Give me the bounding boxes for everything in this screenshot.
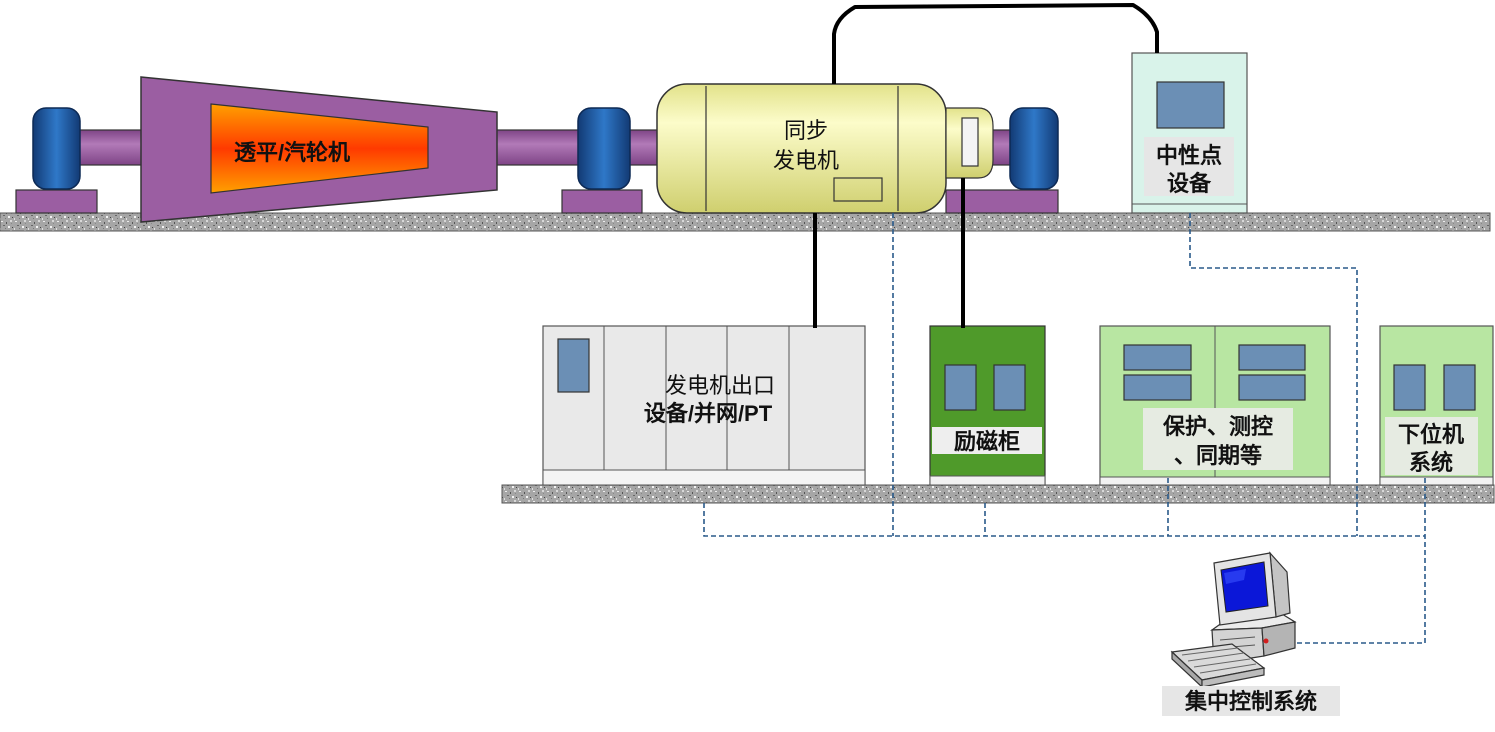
turbine: 透平/汽轮机 bbox=[140, 76, 498, 223]
lower-floor-slab bbox=[501, 484, 1495, 504]
excitation-label-box bbox=[932, 427, 1042, 454]
plc-screen-right bbox=[1443, 364, 1476, 411]
cable-generator-to-neutral bbox=[832, 3, 1159, 84]
turbine-label: 透平/汽轮机 bbox=[234, 140, 350, 165]
synchronous-generator: 同步 发电机 bbox=[656, 83, 947, 214]
generator-label-line2: 发电机 bbox=[773, 148, 839, 173]
coupling-right bbox=[1009, 107, 1059, 190]
protection-cabinet: 保护、测控 、同期等 bbox=[1099, 325, 1331, 486]
plc-label-line1: 下位机 bbox=[1398, 422, 1464, 447]
computer-icon bbox=[1170, 551, 1297, 689]
neutral-label-box bbox=[1144, 137, 1234, 196]
protection-screen-4 bbox=[1238, 374, 1306, 401]
protection-screen-3 bbox=[1238, 344, 1306, 371]
excitation-screen-left bbox=[944, 364, 977, 411]
signal-line-neutral bbox=[1189, 213, 1358, 536]
plc-label-box bbox=[1385, 417, 1478, 475]
coupling-left bbox=[32, 107, 81, 190]
plc-label-line2: 系统 bbox=[1409, 450, 1453, 475]
generator-terminal-box bbox=[833, 177, 883, 202]
neutral-label-line2: 设备 bbox=[1167, 171, 1212, 196]
turbine-combustion-zone bbox=[210, 103, 429, 194]
central-control-label: 集中控制系统 bbox=[1184, 689, 1317, 714]
neutral-cabinet-screen bbox=[1156, 81, 1225, 129]
shaft-generator bbox=[627, 129, 661, 166]
protection-label-line2: 、同期等 bbox=[1174, 443, 1262, 468]
exciter-window bbox=[961, 117, 979, 167]
bearing-base-right bbox=[945, 189, 1059, 214]
signal-bus bbox=[703, 503, 1425, 537]
generator-outlet-cabinet: 发电机出口 设备/并网/PT bbox=[542, 325, 866, 486]
signal-line-plc-to-computer bbox=[1288, 478, 1426, 644]
central-control-label-box bbox=[1162, 686, 1340, 716]
neutral-label-line1: 中性点 bbox=[1156, 143, 1222, 168]
bearing-base-middle bbox=[561, 189, 643, 214]
outlet-label-line1: 发电机出口 bbox=[665, 373, 775, 398]
shaft-middle bbox=[494, 129, 582, 166]
bearing-base-left bbox=[15, 189, 98, 214]
outlet-label-line2: 设备/并网/PT bbox=[644, 401, 773, 426]
excitation-cabinet: 励磁柜 bbox=[929, 325, 1046, 486]
neutral-point-cabinet: 中性点 设备 bbox=[1131, 52, 1248, 214]
protection-screen-1 bbox=[1123, 344, 1192, 371]
exciter-head bbox=[945, 107, 994, 179]
excitation-label: 励磁柜 bbox=[954, 429, 1020, 454]
outlet-cabinet-screen bbox=[557, 338, 590, 393]
protection-label-box bbox=[1143, 408, 1293, 470]
plc-screen-left bbox=[1393, 364, 1426, 411]
generator-label-line1: 同步 bbox=[784, 118, 828, 143]
lower-computer-cabinet: 下位机 系统 bbox=[1379, 325, 1494, 486]
protection-label-line1: 保护、测控 bbox=[1162, 414, 1273, 439]
coupling-middle bbox=[577, 107, 631, 190]
upper-floor-slab bbox=[0, 212, 1491, 232]
protection-screen-2 bbox=[1123, 374, 1192, 401]
excitation-screen-right bbox=[993, 364, 1026, 411]
shaft-left bbox=[77, 129, 145, 166]
